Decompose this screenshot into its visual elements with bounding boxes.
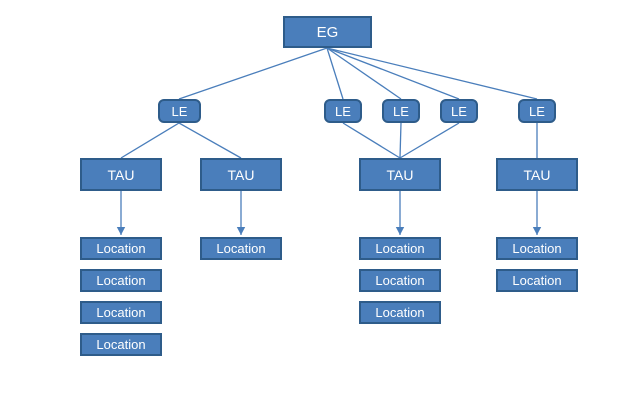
node-loc4[interactable]: Location [80, 333, 162, 356]
connector-eg1-to-le4 [326, 47, 460, 100]
node-le3[interactable]: LE [382, 99, 420, 123]
arrowhead-tau1-to-loc1 [116, 227, 126, 235]
node-loc8[interactable]: Location [359, 301, 441, 324]
connector-le3-to-tau3 [399, 122, 402, 159]
node-loc5[interactable]: Location [200, 237, 282, 260]
connector-le1-to-tau2 [178, 122, 242, 159]
node-tau3[interactable]: TAU [359, 158, 441, 191]
node-tau2[interactable]: TAU [200, 158, 282, 191]
node-tau1[interactable]: TAU [80, 158, 162, 191]
arrowhead-tau2-to-loc5 [236, 227, 246, 235]
node-le2[interactable]: LE [324, 99, 362, 123]
connector-le2-to-tau3 [342, 122, 401, 159]
node-loc3[interactable]: Location [80, 301, 162, 324]
node-loc9[interactable]: Location [496, 237, 578, 260]
node-le4[interactable]: LE [440, 99, 478, 123]
connector-eg1-to-le5 [326, 47, 538, 100]
connector-eg1-to-le1 [178, 47, 328, 100]
connector-eg1-to-le3 [326, 47, 402, 100]
arrowhead-tau4-to-loc9 [532, 227, 542, 235]
node-loc6[interactable]: Location [359, 237, 441, 260]
node-eg1[interactable]: EG [283, 16, 372, 48]
connector-eg1-to-le2 [326, 47, 344, 100]
node-loc1[interactable]: Location [80, 237, 162, 260]
node-loc10[interactable]: Location [496, 269, 578, 292]
node-le5[interactable]: LE [518, 99, 556, 123]
node-loc2[interactable]: Location [80, 269, 162, 292]
connector-le1-to-tau1 [120, 122, 180, 159]
node-loc7[interactable]: Location [359, 269, 441, 292]
connector-le4-to-tau3 [399, 122, 460, 159]
arrowhead-tau3-to-loc6 [395, 227, 405, 235]
node-tau4[interactable]: TAU [496, 158, 578, 191]
node-le1[interactable]: LE [158, 99, 201, 123]
